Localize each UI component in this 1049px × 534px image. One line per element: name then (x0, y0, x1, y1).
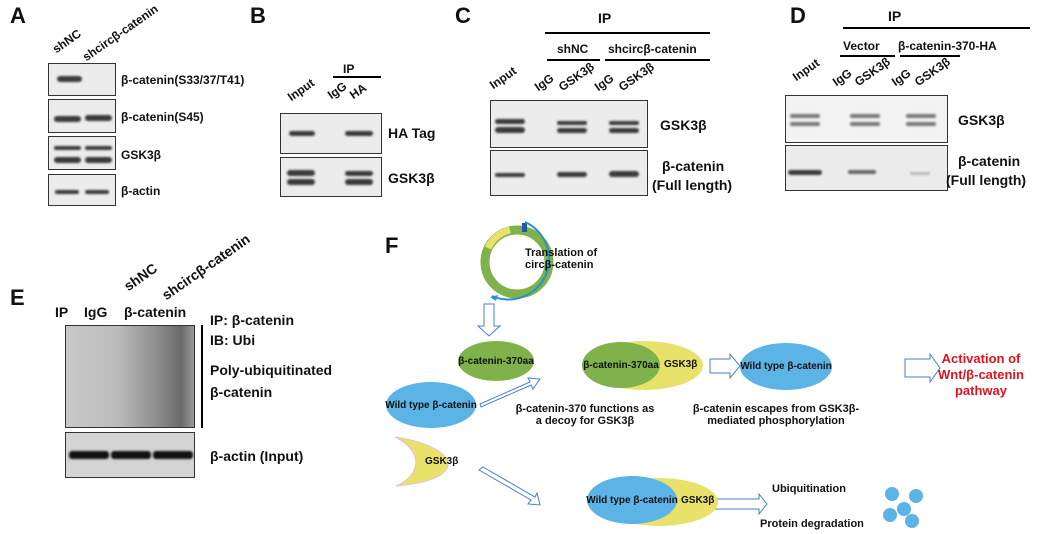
lane-label: GSK3β (555, 59, 597, 94)
escape-caption: β-catenin escapes from GSK3β-mediated ph… (692, 403, 860, 427)
translation-arrow (491, 221, 550, 301)
fragment-dot (905, 514, 919, 528)
blot-a1 (48, 63, 116, 96)
lane-label: IP (55, 304, 69, 320)
wild-type-ellipse: Wild type β-catenin (740, 343, 832, 390)
lane-label: IgG (84, 304, 108, 320)
lane-label: IgG (324, 79, 350, 102)
group-label: β-catenin-370-HA (898, 39, 997, 53)
gsk3b-ellipse-label: GSK3β (664, 359, 698, 370)
blot-b2 (280, 157, 382, 197)
annotation: Poly-ubiquitinated (210, 362, 333, 378)
row-label: β-catenin (958, 153, 1021, 169)
fragment-dot (883, 508, 897, 522)
panel-a-label: A (10, 3, 26, 28)
blot-d2 (785, 145, 948, 191)
row-label: (Full length) (946, 172, 1027, 188)
arrow-icon (709, 352, 741, 380)
fragment-dot (897, 502, 911, 516)
blot-c2 (490, 150, 648, 196)
blot-a4 (48, 174, 116, 206)
panel-b-label: B (250, 3, 266, 28)
group-label: shNC (557, 42, 589, 56)
lane-label: shcircβ-catenin (79, 1, 161, 64)
panel-f-label: F (385, 233, 399, 258)
annotation: β-catenin (210, 384, 273, 400)
row-label: GSK3β (121, 148, 162, 162)
lane-label: GSK3β (615, 59, 657, 94)
wild-type-ellipse: Wild type β-catenin (586, 476, 678, 524)
blot-e2 (65, 432, 195, 478)
lane-label: Input (284, 75, 318, 104)
row-label: β-catenin(S33/37/T41) (121, 73, 245, 87)
row-label: GSK3β (388, 170, 435, 186)
row-label: HA Tag (388, 125, 436, 141)
lane-label: GSK3β (851, 54, 893, 89)
ubiquitination-label: Ubiquitination (772, 483, 846, 495)
lane-label: shNC (49, 26, 84, 56)
annotation: IP: β-catenin (210, 312, 294, 328)
panel-c-label: C (455, 3, 471, 28)
annotation: IB: Ubi (210, 332, 256, 348)
ip-label: IP (888, 8, 902, 24)
blot-d1 (785, 95, 948, 143)
lane-label: GSK3β (911, 54, 953, 89)
schematic-arrows (394, 221, 941, 516)
blot-b1 (280, 113, 382, 154)
gsk3b-crescent (394, 436, 449, 487)
wild-type-ellipse: Wild type β-catenin (385, 382, 477, 428)
lane-label: IgG (888, 66, 914, 89)
lane-label: HA (346, 80, 370, 102)
arrow-icon (478, 466, 541, 506)
lane-label: IgG (829, 66, 855, 89)
row-label: GSK3β (958, 112, 1005, 128)
lane-label: IgG (591, 71, 617, 94)
row-label: β-actin (121, 184, 161, 198)
panel-d-label: D (790, 3, 806, 28)
blot-e1 (65, 325, 195, 428)
lane-label: IgG (531, 71, 557, 94)
lane-label: β-catenin (124, 304, 187, 320)
ip-label: IP (598, 10, 612, 26)
panel-e-label: E (10, 285, 25, 310)
group-label: Vector (843, 39, 880, 53)
blot-a2 (48, 99, 116, 133)
fragment-dot (909, 489, 923, 503)
degradation-label: Protein degradation (760, 518, 864, 530)
fragment-dot (885, 487, 899, 501)
gsk3b-label: GSK3β (425, 456, 459, 467)
row-label: GSK3β (660, 117, 707, 133)
arrow-icon (904, 352, 941, 384)
row-label: β-catenin (662, 158, 725, 174)
lane-label: shNC (120, 259, 160, 294)
blot-c1 (490, 100, 648, 148)
ip-label: IP (343, 62, 355, 76)
row-label: β-catenin(S45) (121, 110, 204, 124)
lane-label: shcircβ-catenin (158, 230, 253, 303)
b370-ellipse: β-catenin-370aa (582, 342, 660, 388)
row-label: (Full length) (652, 177, 733, 193)
b370-ellipse: β-catenin-370aa (458, 341, 534, 381)
annotation: β-actin (Input) (210, 448, 304, 464)
arrow-icon (479, 377, 541, 408)
group-label: shcircβ-catenin (608, 42, 697, 56)
lane-label: Input (789, 55, 823, 84)
lane-label: Input (486, 63, 520, 92)
gsk3b-ellipse-label: GSK3β (681, 495, 715, 506)
blot-a3 (48, 136, 116, 170)
down-arrow-icon (476, 303, 502, 337)
